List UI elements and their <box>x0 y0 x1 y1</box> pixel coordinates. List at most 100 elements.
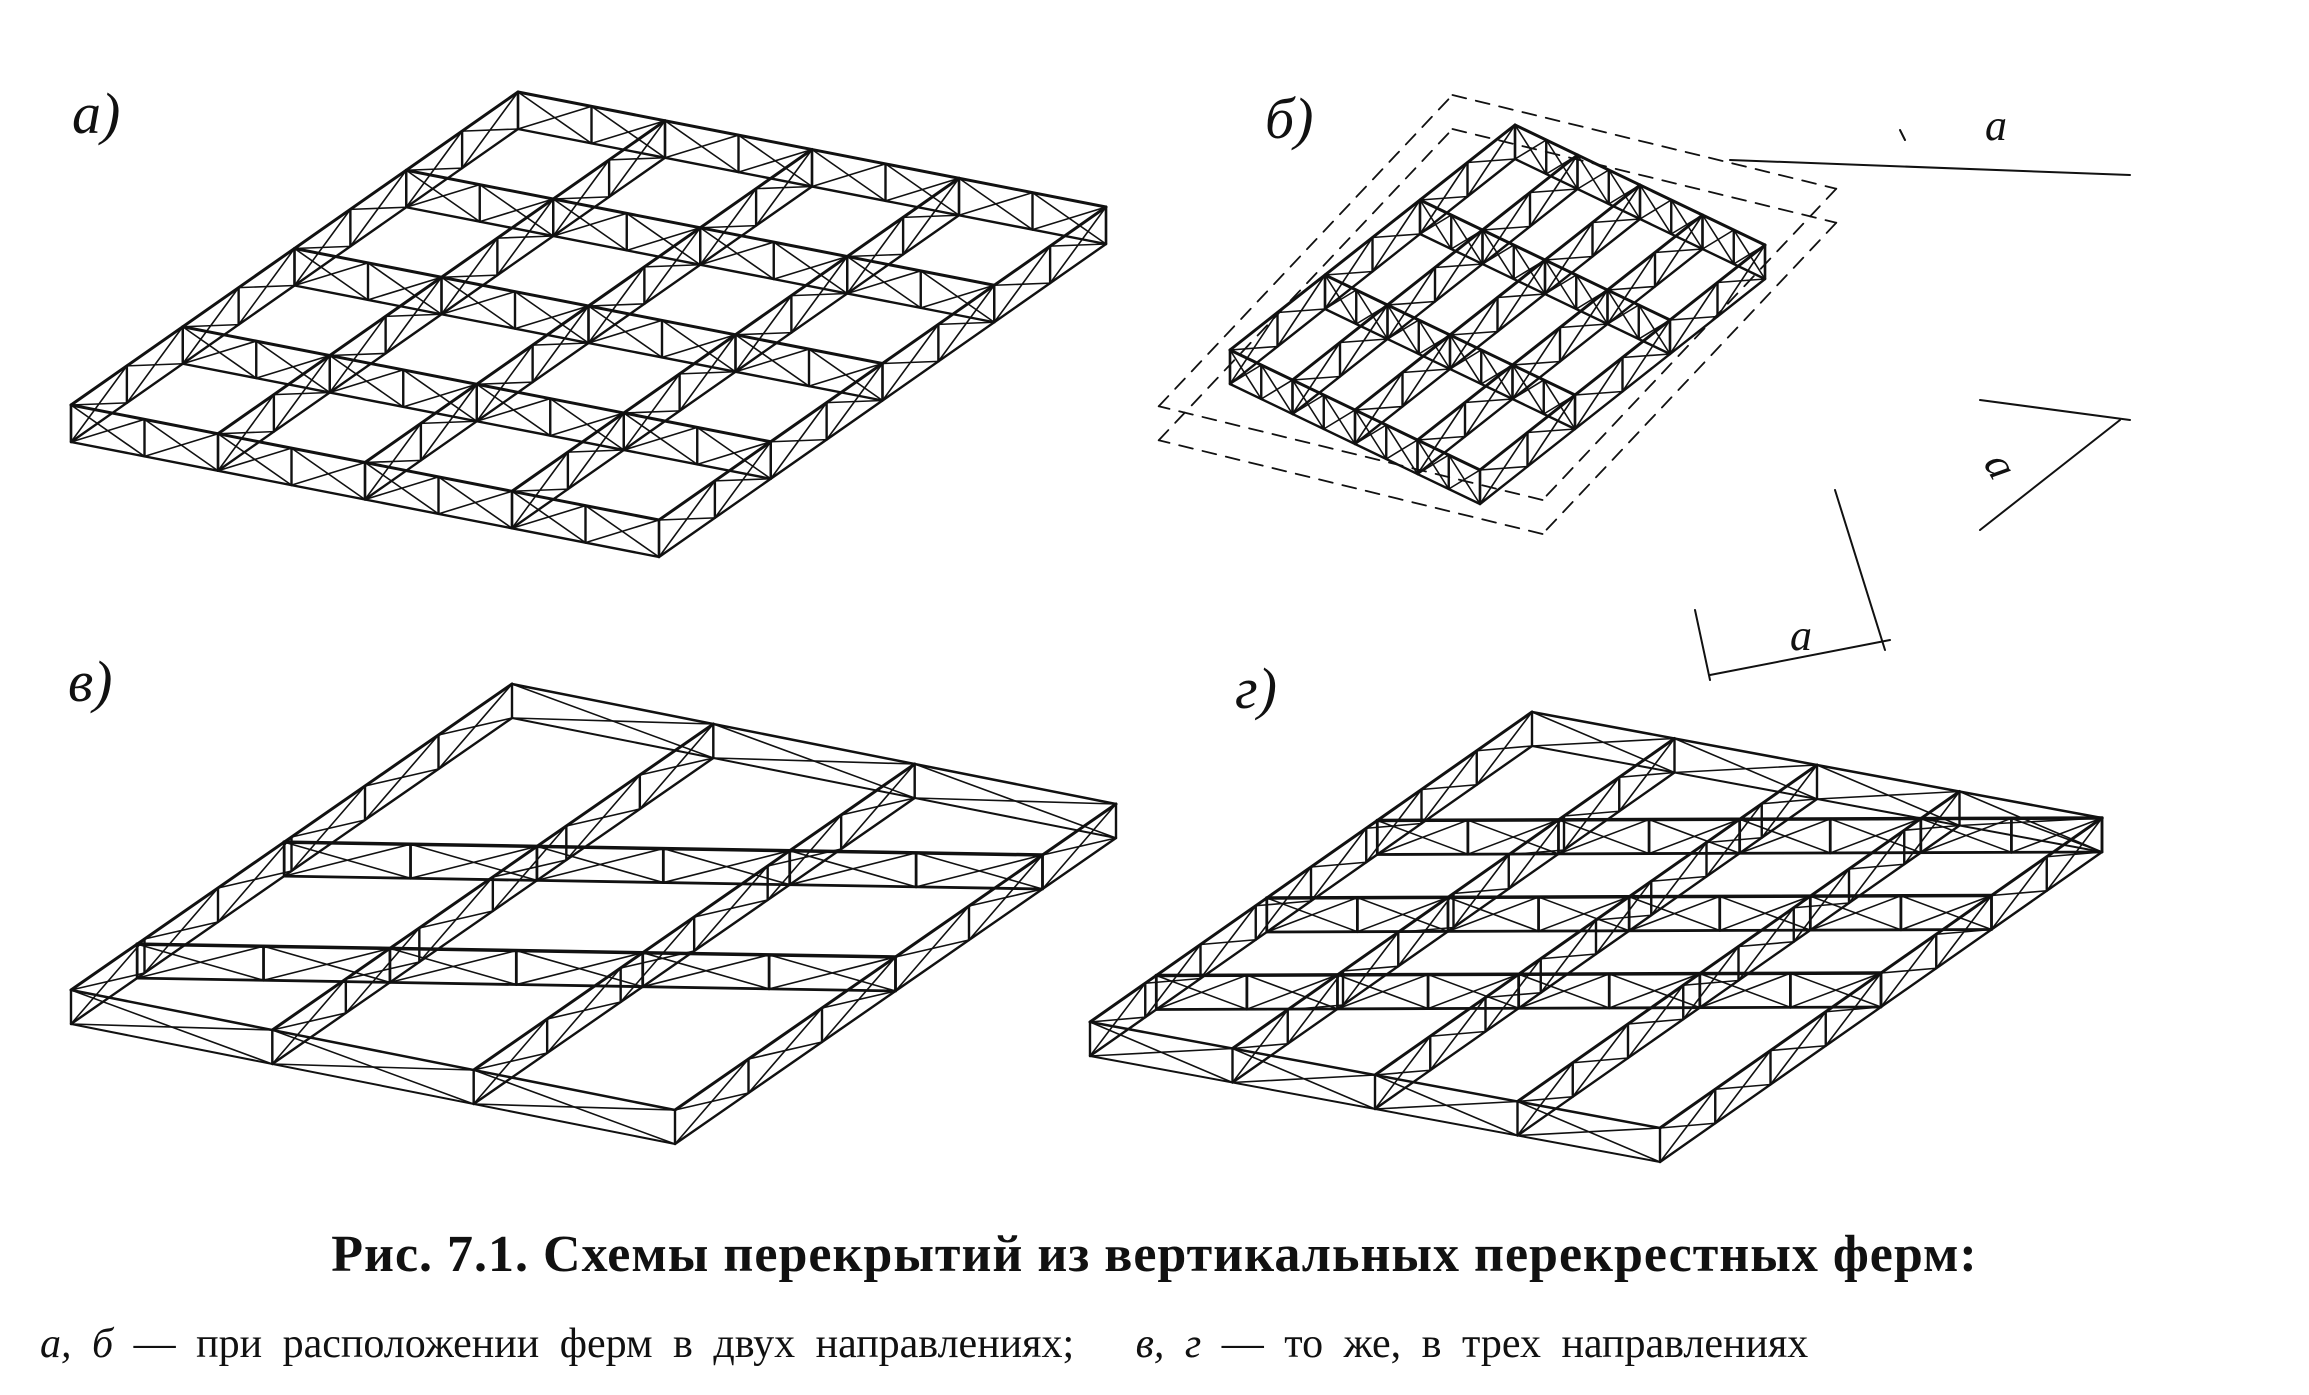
truss-diagonal <box>549 412 625 437</box>
truss-diagonal <box>1479 431 1529 505</box>
truss-diagonal <box>958 191 1034 217</box>
truss-diagonal <box>884 177 960 202</box>
truss-diagonal <box>693 865 769 952</box>
truss-diagonal <box>440 237 499 316</box>
truss-diagonal <box>517 105 593 130</box>
panel-a-label: а) <box>72 81 121 146</box>
truss-diagonal <box>461 91 519 169</box>
figure-caption-title: Рис. 7.1. Схемы перекрытий из вертикальн… <box>331 1226 1978 1283</box>
truss-diagonal <box>1659 1088 1717 1163</box>
truss-diagonal <box>1427 973 1520 1010</box>
truss-diagonal <box>664 134 740 159</box>
truss-diagonal <box>552 159 610 237</box>
truss-diagonal <box>1449 296 1499 370</box>
truss-diagonal <box>511 451 569 530</box>
truss-diagonal <box>405 130 463 209</box>
truss-diagonal <box>1958 817 2103 827</box>
truss-diagonal <box>271 1063 475 1071</box>
truss-diagonal <box>70 365 128 443</box>
truss-diagonal <box>1385 439 1419 460</box>
truss-diagonal <box>552 212 628 237</box>
truss-diagonal <box>913 797 1117 805</box>
truss-diagonal <box>511 717 715 725</box>
truss-diagonal <box>1464 364 1514 438</box>
truss-diagonal <box>1714 1049 1772 1125</box>
truss-diagonal <box>1574 356 1624 430</box>
truss-diagonal <box>1339 304 1389 378</box>
truss-diagonal <box>915 854 1044 888</box>
truss-diagonal <box>1342 931 1400 1006</box>
truss-diagonal <box>1246 974 1339 1010</box>
truss-diagonal <box>273 354 331 433</box>
truss-diagonal <box>1475 711 1533 786</box>
truss-diagonal <box>1544 274 1578 295</box>
truss-diagonal <box>1576 169 1610 190</box>
truss-diagonal <box>1529 154 1579 228</box>
dimension-label-a-top: a <box>1985 101 2007 150</box>
truss-diagonal <box>328 369 405 394</box>
truss-diagonal <box>1480 364 1514 385</box>
truss-diagonal <box>1537 895 1630 932</box>
truss-diagonal <box>1511 379 1545 400</box>
truss-diagonal <box>531 305 590 383</box>
truss-diagonal <box>1449 349 1483 370</box>
truss-diagonal <box>2045 817 2103 892</box>
truss-diagonal <box>1322 409 1356 430</box>
truss-diagonal <box>1231 1008 1289 1084</box>
truss-diagonal <box>1420 749 1478 825</box>
truss-diagonal <box>1155 974 1248 1011</box>
truss-diagonal <box>968 854 1044 941</box>
truss-diagonal <box>217 393 275 472</box>
truss-diagonal <box>1738 818 1832 855</box>
truss-diagonal <box>1286 970 1344 1045</box>
truss-diagonal <box>1291 394 1325 415</box>
truss-diagonal <box>1531 737 1676 747</box>
truss-diagonal <box>661 333 737 359</box>
dimension-lines <box>1694 129 2131 681</box>
truss-diagonal <box>587 266 646 344</box>
truss-diagonal <box>1266 896 1359 933</box>
dimension-line <box>1709 639 1891 676</box>
truss-diagonal <box>420 383 478 462</box>
truss-diagonal <box>472 1103 676 1111</box>
truss-diagonal <box>712 757 916 765</box>
truss-diagonal <box>1669 281 1719 355</box>
truss-diagonal <box>1434 229 1484 303</box>
truss-diagonal <box>70 938 146 1025</box>
truss-diagonal <box>1637 319 1671 340</box>
truss-diagonal <box>1880 933 1938 1008</box>
truss-diagonal <box>1514 139 1548 160</box>
dimension-extension <box>1694 609 1711 681</box>
truss-diagonal <box>1900 894 1993 931</box>
truss-diagonal <box>255 354 331 379</box>
dashed-outline <box>1157 128 1454 442</box>
truss-diagonal <box>367 276 443 301</box>
truss-diagonal <box>1041 803 1117 890</box>
truss-diagonal <box>1591 184 1641 258</box>
truss-diagonal <box>364 422 422 501</box>
truss-diagonal <box>808 362 884 387</box>
truss-diagonal <box>1559 289 1609 363</box>
truss-diagonal <box>345 927 421 1014</box>
truss-diagonal <box>608 119 666 198</box>
truss-diagonal <box>478 198 555 223</box>
truss-diagonal <box>768 956 897 990</box>
truss-diagonal <box>143 432 219 458</box>
truss-diagonal <box>437 490 513 515</box>
truss-diagonal <box>402 383 478 408</box>
truss-diagonal <box>1829 817 1922 854</box>
truss-diagonal <box>405 183 481 209</box>
truss-diagonal <box>811 163 887 188</box>
truss-diagonal <box>622 373 681 451</box>
truss-diagonal <box>937 284 996 363</box>
truss-diagonal <box>1699 972 1792 1009</box>
truss-diagonal <box>262 947 391 982</box>
truss-diagonal <box>734 348 810 373</box>
truss-diagonal <box>1990 855 2048 931</box>
truss-diagonal <box>1229 311 1279 385</box>
truss-diagonal <box>1673 764 1818 774</box>
truss-diagonal <box>1571 1023 1629 1098</box>
truss-diagonal <box>696 440 772 466</box>
truss-bottom-chord <box>70 1023 676 1145</box>
truss-diagonal <box>126 325 184 404</box>
